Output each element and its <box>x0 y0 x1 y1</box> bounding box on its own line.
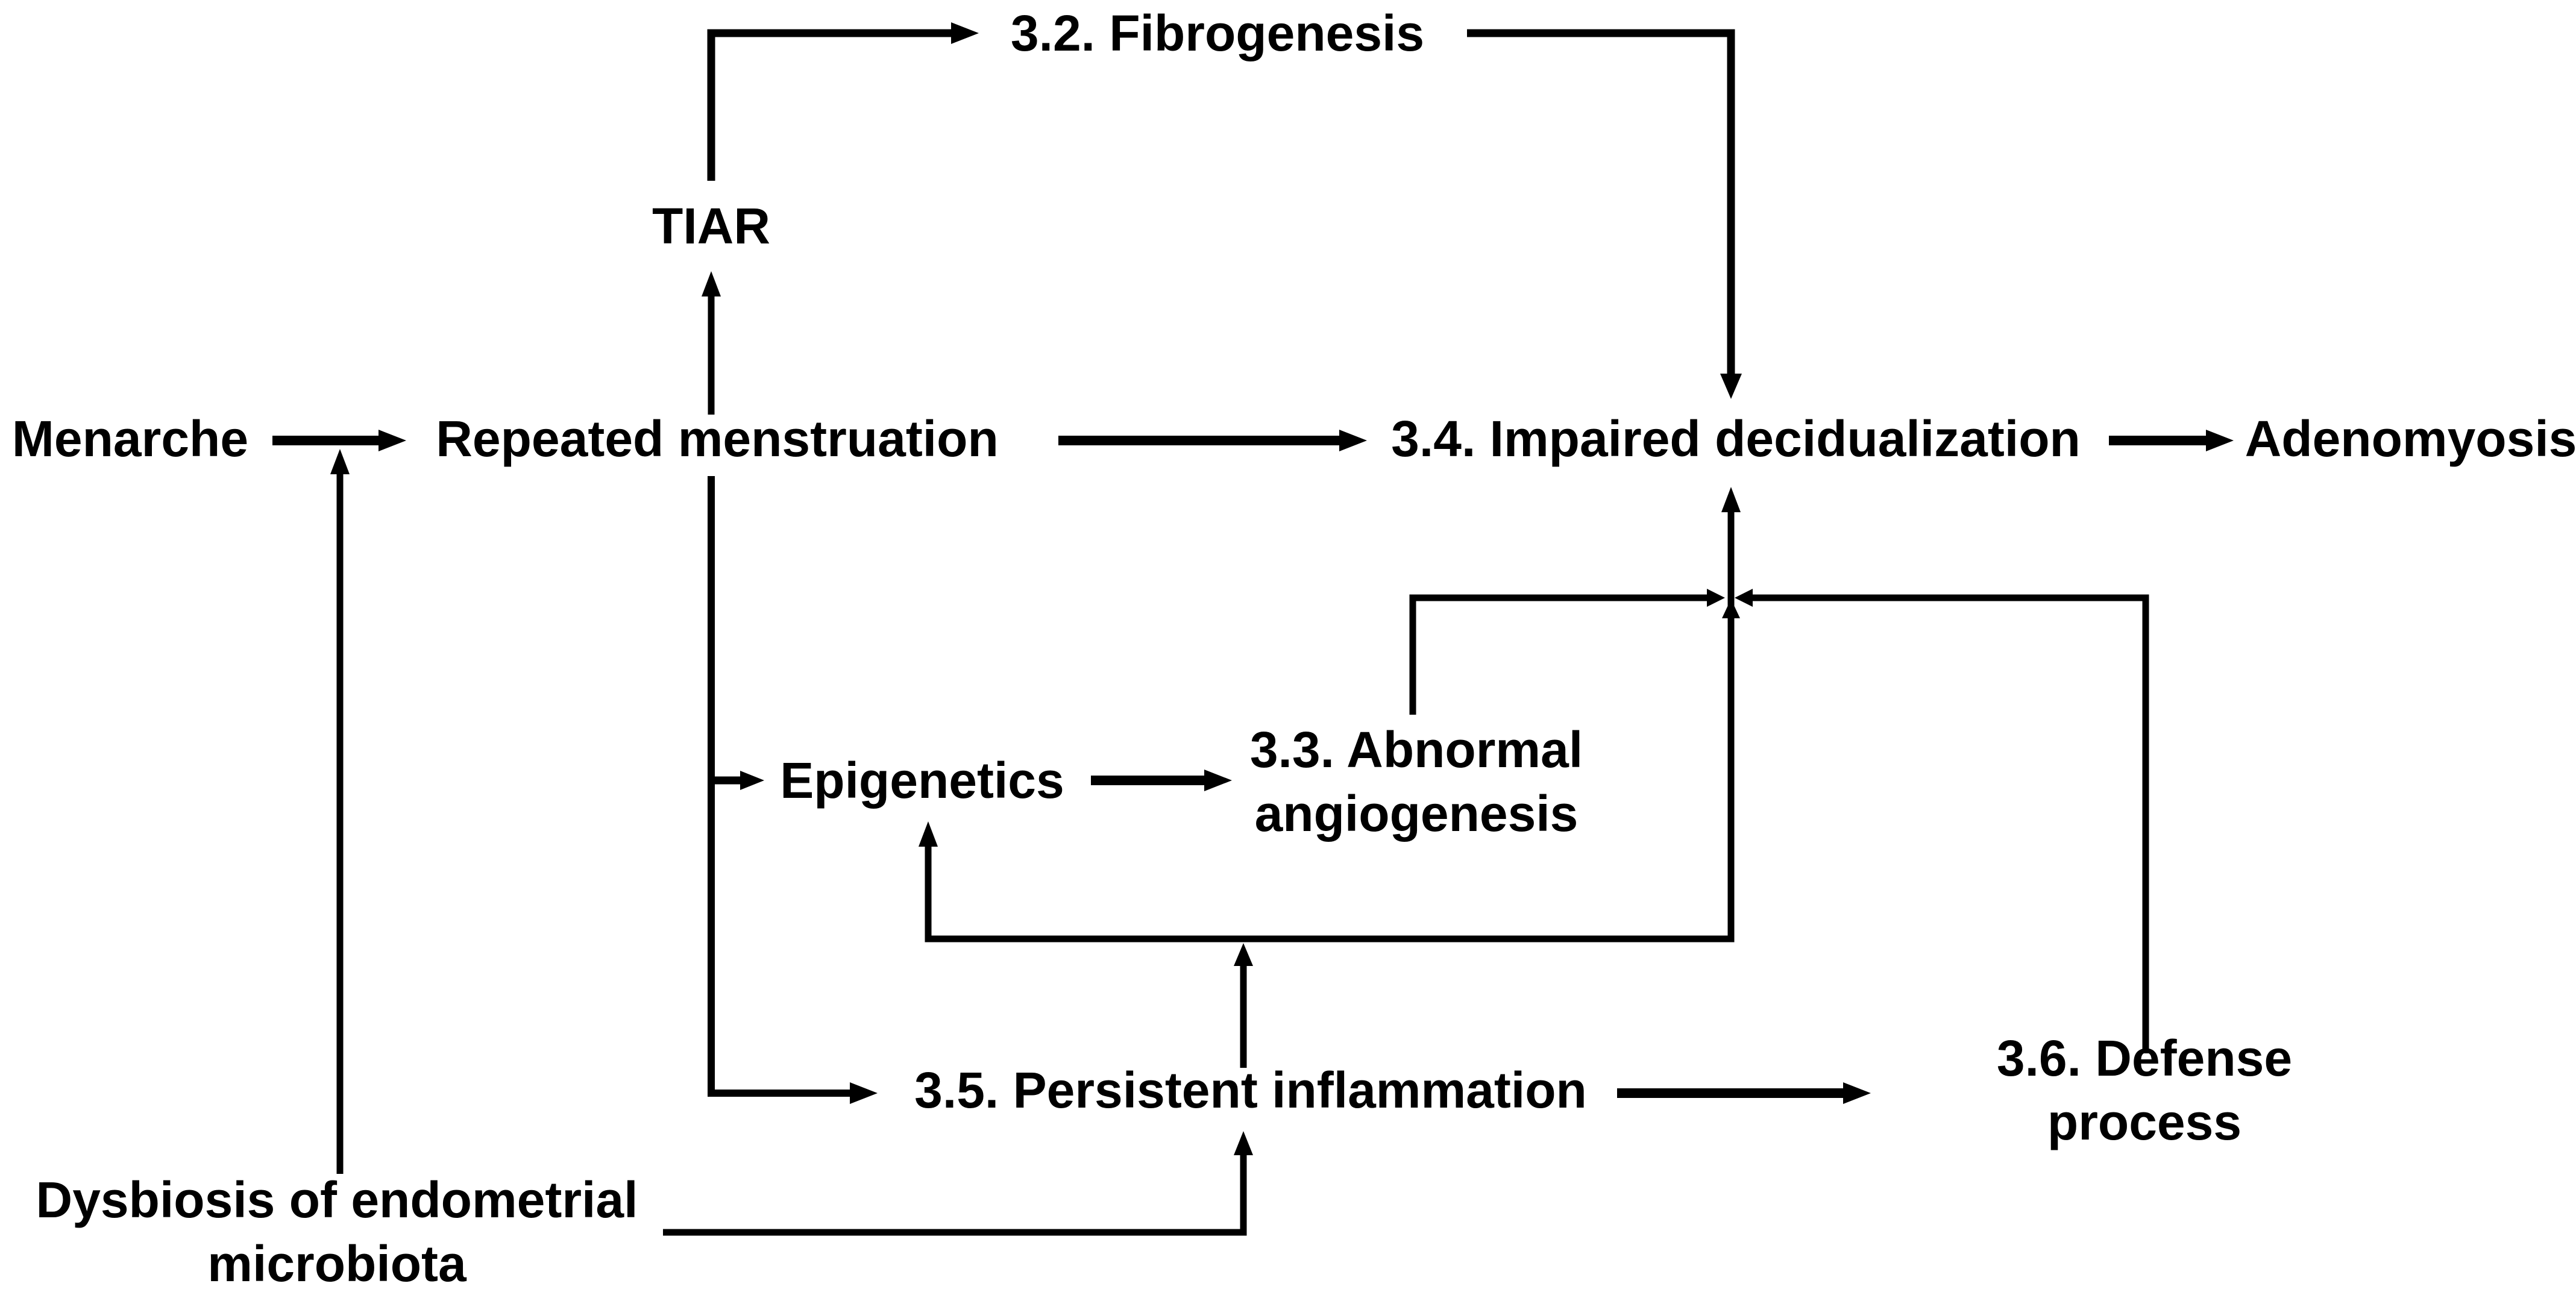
arrowhead-into-adenomyosis <box>2206 430 2234 451</box>
edge-defense-riser-shaft <box>1753 594 2149 1053</box>
edge-dysbiosis-to-persistent-shaft <box>663 1155 1247 1236</box>
node-adenomyosis: Adenomyosis <box>2245 410 2576 467</box>
edge-tiar-to-fibrogenesis-shaft <box>707 29 951 181</box>
arrowhead-into-epigenetics-from-feedback <box>919 821 938 847</box>
edge-fibrogenesis-to-impaired-shaft <box>1467 29 1735 374</box>
arrowhead-into-impaired-from-top <box>1720 374 1742 399</box>
arrowhead-junction-up <box>1722 599 1740 618</box>
arrowhead-junction-from-abnormal <box>1707 589 1725 607</box>
arrowhead-into-impaired-from-below <box>1721 487 1741 512</box>
arrowhead-into-abnormal <box>1204 770 1232 791</box>
arrowhead-junction-from-defense <box>1735 589 1753 607</box>
arrowhead-into-feedback-from-persistent <box>1234 943 1253 966</box>
arrowhead-into-defense <box>1843 1082 1871 1104</box>
node-impaired-decidualization: 3.4. Impaired decidualization <box>1391 410 2081 467</box>
node-menarche: Menarche <box>11 410 249 467</box>
edge-feedback-loop-shaft <box>925 512 1735 942</box>
node-epigenetics: Epigenetics <box>780 752 1064 809</box>
arrowhead-into-impaired-from-left <box>1339 430 1367 451</box>
node-abnormal-angiogenesis: 3.3. Abnormal angiogenesis <box>1249 721 1583 842</box>
node-repeated-menstruation: Repeated menstruation <box>436 410 999 467</box>
node-dysbiosis: Dysbiosis of endometrial microbiota <box>36 1171 638 1292</box>
edge-repeated-trunk-to-persistent-shaft <box>708 476 850 1097</box>
edge-abnormal-riser-shaft <box>1409 594 1707 715</box>
arrowhead-into-persistent-from-dysbiosis <box>1234 1131 1253 1155</box>
arrowhead-into-repeated <box>379 430 406 451</box>
node-persistent-inflammation: 3.5. Persistent inflammation <box>914 1062 1587 1118</box>
node-fibrogenesis: 3.2. Fibrogenesis <box>1010 5 1425 61</box>
arrowhead-into-persistent-from-trunk <box>850 1082 878 1104</box>
node-tiar: TIAR <box>652 198 770 254</box>
arrowhead-into-tiar <box>702 271 721 296</box>
arrowhead-into-epigenetics-from-trunk <box>740 771 764 790</box>
arrowhead-into-fibrogenesis <box>951 22 979 44</box>
node-defense-process: 3.6. Defense process <box>1996 1030 2293 1150</box>
arrowhead-into-menarche <box>330 449 350 474</box>
